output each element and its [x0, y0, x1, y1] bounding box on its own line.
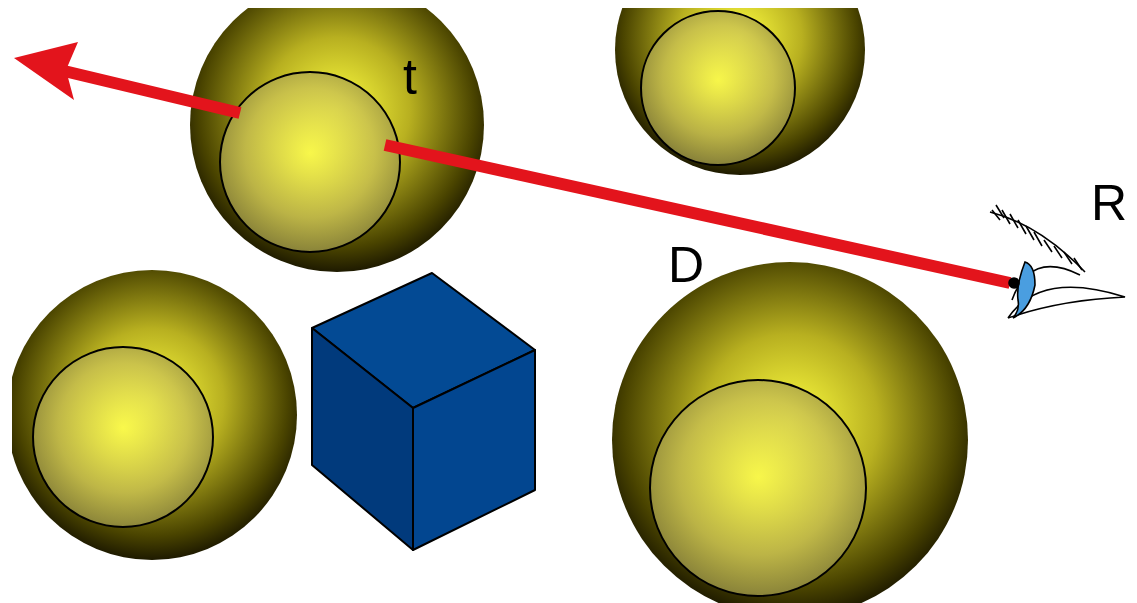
cube	[312, 273, 535, 550]
sphere	[190, 8, 484, 272]
letter-label: D	[668, 240, 704, 290]
sphere	[12, 270, 297, 560]
letter-label: R	[1091, 178, 1127, 228]
ray	[14, 42, 1010, 283]
letter-label: t	[403, 52, 417, 102]
sphere	[615, 8, 865, 175]
sphere	[612, 262, 968, 603]
